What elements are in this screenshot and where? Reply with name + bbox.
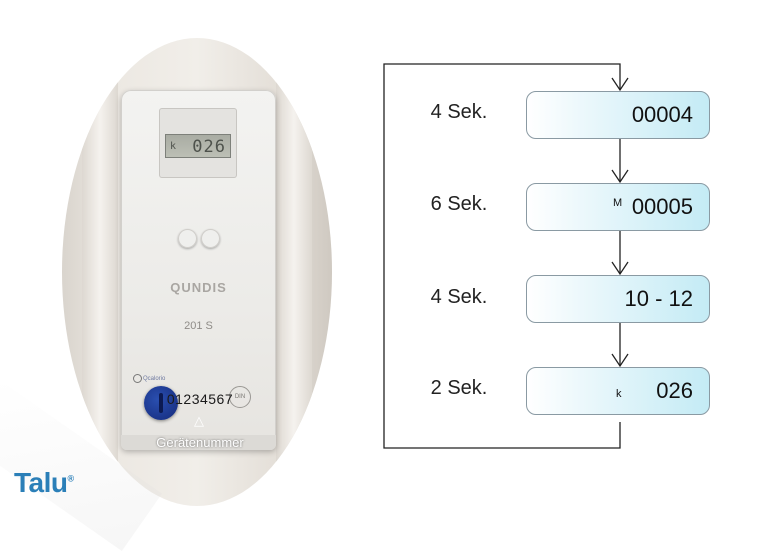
device-bottom: [121, 435, 276, 450]
display-frame: k 026: [159, 108, 237, 178]
dial-icon: [133, 374, 142, 383]
radiator-fin: [82, 38, 118, 506]
lcd-prefix: k: [170, 141, 178, 152]
duration-label: 4 Sek.: [430, 286, 488, 308]
display-value: 026: [656, 378, 693, 403]
model-label: 201 S: [184, 320, 213, 332]
lcd-display: k 026: [165, 134, 231, 158]
serial-number: 01234567: [166, 391, 234, 407]
loop-return-line: [383, 63, 621, 449]
display-state-box: k 026: [526, 367, 710, 415]
display-state-box: M 00005: [526, 183, 710, 231]
display-state-box: 00004: [526, 91, 710, 139]
display-value: 00005: [631, 194, 693, 219]
brand-label: QUNDIS: [170, 280, 227, 295]
arrowhead-4: [611, 353, 629, 368]
heat-cost-allocator: k 026 QUNDIS 201 S Qcalorio DIN: [121, 90, 276, 450]
serial-caption: Gerätenummer: [156, 435, 244, 450]
triangle-marker-icon: △: [194, 413, 204, 428]
duration-label: 6 Sek.: [430, 193, 488, 215]
arrowhead-3: [611, 261, 629, 276]
talu-logo: Talu®: [14, 467, 74, 498]
display-value: 10 - 12: [624, 286, 694, 311]
arrowhead-2: [611, 169, 629, 184]
display-state-box: 10 - 12: [526, 275, 710, 323]
device-photo: k 026 QUNDIS 201 S Qcalorio DIN: [62, 38, 332, 506]
din-mark: DIN: [229, 386, 251, 408]
display-value: 00004: [631, 102, 693, 127]
seal-knob: [144, 386, 178, 420]
display-prefix: k: [616, 388, 622, 400]
arrowhead-1: [611, 77, 629, 92]
device-button-right: [201, 229, 220, 248]
display-prefix: M: [613, 197, 623, 209]
radiator-fin: [276, 38, 312, 506]
duration-label: 2 Sek.: [430, 377, 488, 399]
display-cycle-loop: [383, 63, 629, 449]
manufacturer-mark: Qcalorio: [143, 376, 166, 382]
duration-label: 4 Sek.: [430, 101, 488, 123]
device-button-left: [178, 229, 197, 248]
lcd-value: 026: [192, 137, 226, 157]
